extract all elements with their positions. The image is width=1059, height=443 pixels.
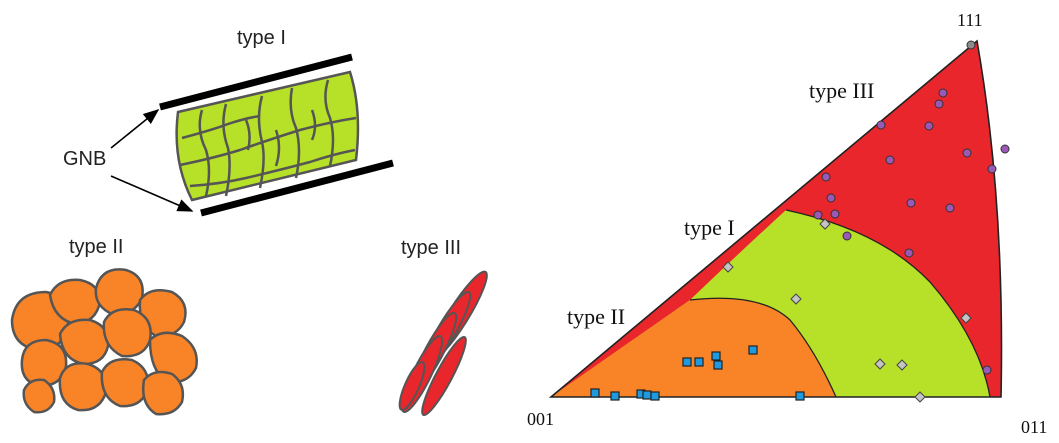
diamond-marker [960,312,972,324]
circle-marker [987,164,997,174]
circle-marker [982,365,992,375]
pole-001-label: 001 [527,409,554,429]
diamond-marker [790,293,802,305]
square-marker [711,351,721,361]
square-marker [694,357,704,367]
triangle-outline [548,39,1003,398]
square-marker [795,391,805,401]
type-ii-label: type II [69,236,123,258]
diamond-marker [819,218,831,230]
circle-marker [924,121,934,131]
square-marker [610,391,620,401]
diamond-markers [722,218,972,403]
circle-marker [966,40,976,50]
square-marker [682,357,692,367]
square-marker [590,388,600,398]
region-type-ii-label: type II [567,304,625,329]
region-type-iii-label: type III [809,78,874,103]
circle-marker [813,210,823,220]
pole-011-label: 011 [1021,417,1047,437]
circle-markers [813,40,1010,375]
circle-marker [962,148,972,158]
circle-marker [938,88,948,98]
square-marker [748,345,758,355]
circle-marker [876,120,886,130]
circle-marker [842,231,852,241]
circle-marker [885,155,895,165]
circle-marker [826,193,836,203]
type-i-grains [175,70,360,202]
inverse-pole-figure: type III type I type II 111 001 011 [527,10,1047,437]
diamond-marker [722,261,734,273]
square-marker [650,391,660,401]
boundary-ii-i [689,297,837,398]
type-ii-grains [10,268,198,416]
diamond-marker [896,359,908,371]
pole-111-label: 111 [957,10,983,30]
square-marker [642,390,652,400]
square-markers [590,345,805,401]
gnb-arrow-top [110,108,160,149]
circle-marker [830,209,840,219]
gnb-label: GNB [63,148,106,170]
circle-marker [945,203,955,213]
bottom-boundary-bar [200,159,394,217]
circle-marker [904,248,914,258]
type-iii-label: type III [401,237,461,259]
type-i-label: type I [237,27,286,49]
region-type-ii [551,298,836,397]
circle-marker [821,172,831,182]
type-iii-grains [398,270,488,417]
gnb-arrow-bottom [110,175,194,212]
top-boundary-bar [159,53,353,111]
circle-marker [1000,144,1010,154]
square-marker [713,360,723,370]
diamond-marker [914,391,926,403]
region-type-i-label: type I [684,215,735,240]
circle-marker [906,198,916,208]
boundary-i-iii [785,209,991,398]
left-schematic: type I GNB type II [10,27,488,417]
circle-marker [934,99,944,109]
diamond-marker [874,358,886,370]
